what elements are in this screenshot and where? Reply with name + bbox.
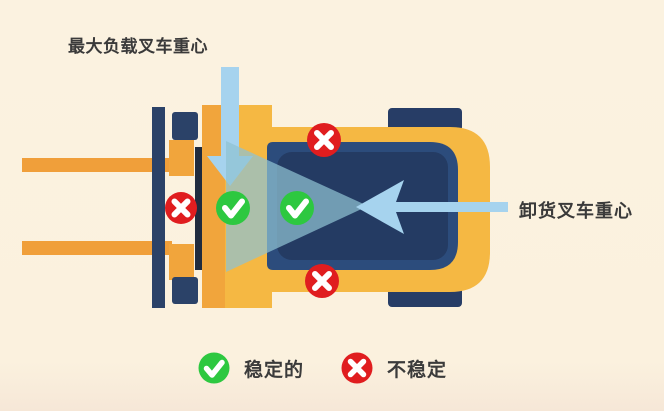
- check-icon: [198, 352, 230, 384]
- unload-cg-label: 卸货叉车重心: [519, 201, 633, 222]
- cross-icon-bottom: [305, 264, 339, 298]
- max-load-cg-label: 最大负载叉车重心: [68, 37, 208, 57]
- front-wheels: [172, 112, 198, 304]
- legend-stable-label: 稳定的: [244, 358, 305, 381]
- cross-icon-top: [307, 123, 341, 157]
- cross-icon: [341, 352, 373, 384]
- mast-bar: [152, 107, 165, 308]
- front-wheel-bottom: [172, 277, 198, 304]
- rear-wheel-top: [388, 108, 462, 131]
- cross-icon-left: [165, 192, 197, 224]
- legend: 稳定的 不稳定: [198, 352, 447, 384]
- fork-tines: [22, 158, 172, 255]
- fork-lower: [22, 241, 172, 255]
- legend-unstable-label: 不稳定: [387, 358, 448, 381]
- front-axle-line: [195, 147, 202, 270]
- front-wheel-top: [172, 112, 198, 140]
- left-arrow-icon: [356, 180, 508, 234]
- fork-upper: [22, 158, 172, 172]
- fork-carriage: [169, 140, 194, 280]
- check-icon-front: [216, 191, 250, 225]
- check-icon-center: [280, 191, 314, 225]
